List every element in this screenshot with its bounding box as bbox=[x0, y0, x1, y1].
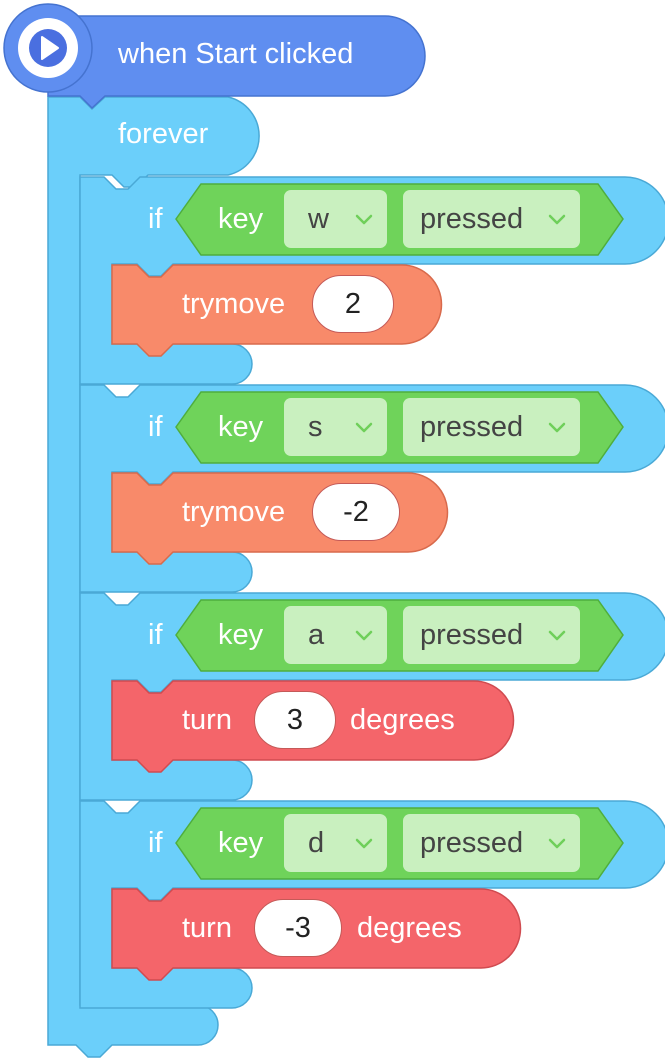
forever-label: forever bbox=[118, 118, 209, 150]
turn-label: turn bbox=[182, 704, 232, 736]
chevron-down-icon bbox=[548, 630, 566, 641]
state-value: pressed bbox=[420, 411, 524, 443]
chevron-down-icon bbox=[548, 214, 566, 225]
state-value: pressed bbox=[420, 827, 524, 859]
key-dropdown[interactable]: s bbox=[284, 398, 387, 456]
key-label: key bbox=[218, 411, 264, 443]
hat-block[interactable] bbox=[47, 15, 426, 110]
key-label: key bbox=[218, 203, 264, 235]
state-dropdown[interactable]: pressed bbox=[403, 190, 580, 248]
key-dropdown[interactable]: a bbox=[284, 606, 387, 664]
degrees-label: degrees bbox=[350, 704, 455, 736]
key-value: a bbox=[308, 619, 325, 651]
play-icon[interactable] bbox=[2, 2, 94, 94]
chevron-down-icon bbox=[355, 422, 373, 433]
key-label: key bbox=[218, 827, 264, 859]
steps-input[interactable]: 2 bbox=[312, 275, 394, 333]
steps-input[interactable]: -2 bbox=[312, 483, 400, 541]
trymove-label: trymove bbox=[182, 288, 286, 320]
hat-label: when Start clicked bbox=[118, 38, 354, 70]
state-value: pressed bbox=[420, 619, 524, 651]
degrees-input[interactable]: 3 bbox=[254, 691, 336, 749]
degrees-label: degrees bbox=[357, 912, 462, 944]
key-dropdown[interactable]: d bbox=[284, 814, 387, 872]
if-label: if bbox=[148, 203, 163, 235]
key-value: w bbox=[308, 203, 329, 235]
chevron-down-icon bbox=[355, 630, 373, 641]
if-label: if bbox=[148, 411, 163, 443]
state-dropdown[interactable]: pressed bbox=[403, 398, 580, 456]
chevron-down-icon bbox=[355, 838, 373, 849]
key-label: key bbox=[218, 619, 264, 651]
state-dropdown[interactable]: pressed bbox=[403, 606, 580, 664]
chevron-down-icon bbox=[355, 214, 373, 225]
chevron-down-icon bbox=[548, 422, 566, 433]
state-value: pressed bbox=[420, 203, 524, 235]
if-label: if bbox=[148, 827, 163, 859]
turn-label: turn bbox=[182, 912, 232, 944]
trymove-label: trymove bbox=[182, 496, 286, 528]
key-dropdown[interactable]: w bbox=[284, 190, 387, 248]
degrees-input[interactable]: -3 bbox=[254, 899, 342, 957]
key-value: s bbox=[308, 411, 323, 443]
key-value: d bbox=[308, 827, 325, 859]
state-dropdown[interactable]: pressed bbox=[403, 814, 580, 872]
chevron-down-icon bbox=[548, 838, 566, 849]
if-label: if bbox=[148, 619, 163, 651]
